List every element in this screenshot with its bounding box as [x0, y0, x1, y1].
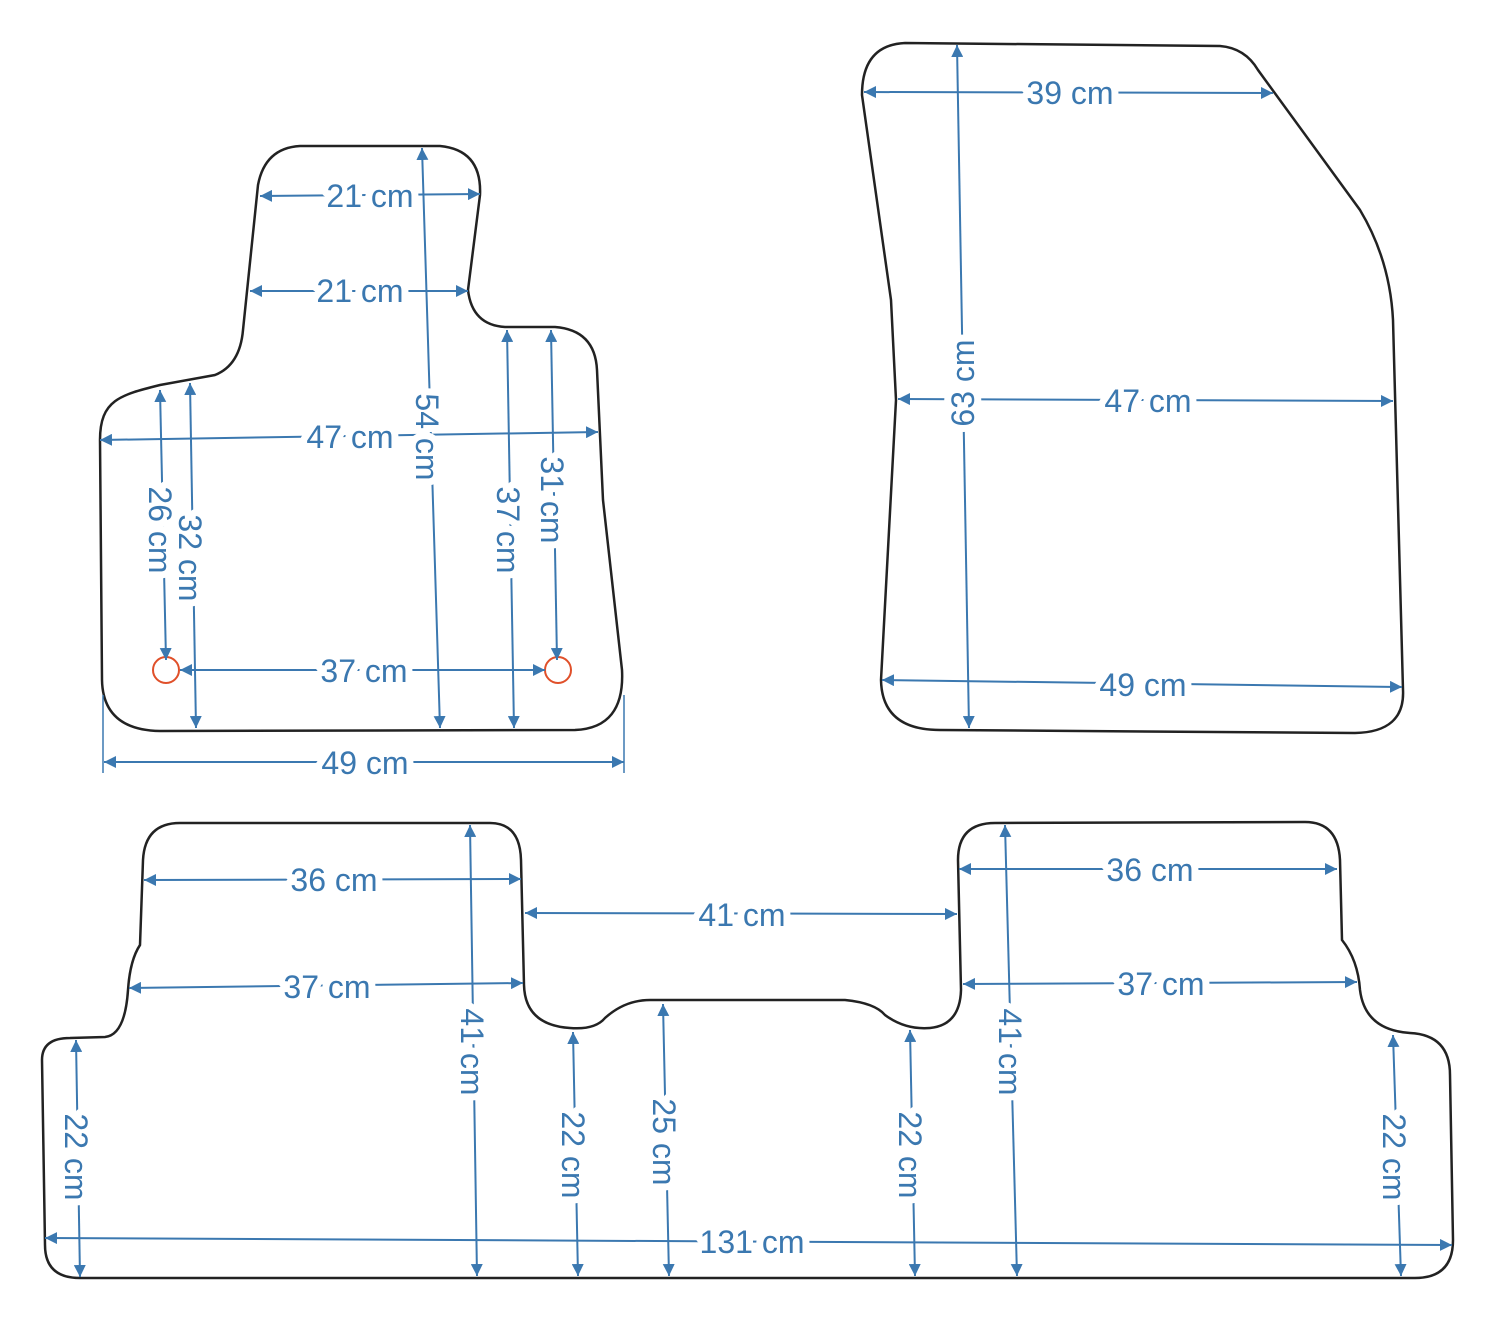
- rear-center-left-height-arrow: [567, 1031, 584, 1277]
- rear-left-mid-width-arrow: [128, 977, 524, 994]
- rear-right-mid-width-label: 37 cm: [1117, 966, 1204, 1002]
- rear-right-edge-height-arrow: [1387, 1034, 1407, 1277]
- driver-width-47-label: 47 cm: [306, 419, 393, 455]
- driver-left-hole-height-label: 26 cm: [142, 486, 178, 573]
- driver-left-height-label: 32 cm: [172, 514, 208, 601]
- rear-right-top-width-label: 36 cm: [1106, 852, 1193, 888]
- rear-center-gap-label: 41 cm: [698, 897, 785, 933]
- passenger-mat-outline: [860, 41, 1405, 735]
- rear-total-width-arrow: [44, 1232, 1453, 1251]
- rear-center-right-height-label: 22 cm: [892, 1111, 928, 1198]
- driver-mid-width-label: 21 cm: [316, 273, 403, 309]
- rear-left-edge-height-label: 22 cm: [58, 1113, 94, 1200]
- driver-left-hole-height-arrow: [154, 389, 172, 661]
- driver-top-width-label: 21 cm: [326, 178, 413, 214]
- rear-right-height-arrow: [999, 824, 1023, 1277]
- rear-mat-outline: [40, 820, 1455, 1280]
- rear-left-height-arrow: [464, 824, 483, 1277]
- rear-right-height-label: 41 cm: [992, 1008, 1028, 1095]
- rear-left-top-width-arrow: [143, 873, 522, 886]
- driver-length-arrow: [416, 147, 446, 729]
- driver-hole-spacing-label: 37 cm: [320, 653, 407, 689]
- rear-total-width-label: 131 cm: [700, 1224, 805, 1260]
- passenger-length-label: 63 cm: [945, 339, 981, 426]
- passenger-top-width-label: 39 cm: [1026, 75, 1113, 111]
- rear-left-top-width-label: 36 cm: [290, 862, 377, 898]
- rear-center-height-arrow: [657, 1003, 675, 1277]
- driver-right-hole-height-label: 31 cm: [534, 456, 570, 543]
- driver-length-label: 54 cm: [409, 393, 445, 480]
- driver-right-height-label: 37 cm: [490, 486, 526, 573]
- rear-center-right-height-arrow: [904, 1029, 921, 1277]
- passenger-mid-width-label: 47 cm: [1104, 383, 1191, 419]
- passenger-top-width-arrow: [863, 86, 1274, 99]
- rear-center-gap-arrow: [524, 907, 958, 920]
- driver-right-height-arrow: [501, 329, 520, 729]
- rear-left-edge-height-arrow: [70, 1039, 86, 1278]
- driver-right-hole-height-arrow: [545, 329, 563, 661]
- passenger-length-arrow: [951, 44, 975, 729]
- rear-left-height-label: 41 cm: [454, 1008, 490, 1095]
- rear-center-left-height-label: 22 cm: [555, 1111, 591, 1198]
- rear-right-mid-width-arrow: [962, 976, 1358, 990]
- driver-left-height-arrow: [184, 382, 202, 729]
- passenger-mid-width-arrow: [897, 393, 1394, 407]
- driver-bottom-width-label: 49 cm: [321, 745, 408, 781]
- rear-center-height-label: 25 cm: [646, 1098, 682, 1185]
- passenger-bottom-width-label: 49 cm: [1099, 667, 1186, 703]
- rear-left-mid-width-label: 37 cm: [283, 969, 370, 1005]
- rear-right-edge-height-label: 22 cm: [1376, 1113, 1412, 1200]
